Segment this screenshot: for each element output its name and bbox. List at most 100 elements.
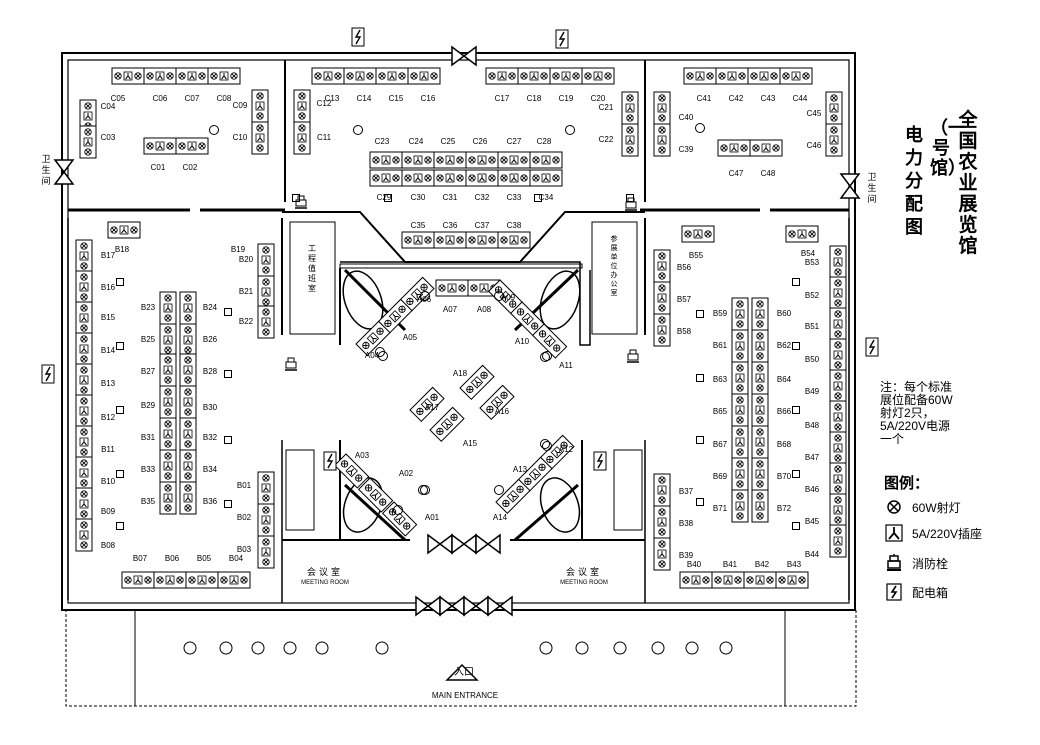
ceiling-light <box>542 441 552 451</box>
booth-label-b70: B70 <box>777 472 792 481</box>
booth <box>293 89 311 123</box>
booth <box>517 67 551 85</box>
booth-label-b38: B38 <box>679 519 694 528</box>
booth-label-b47: B47 <box>805 453 820 462</box>
booth-label-c20: C20 <box>591 94 606 103</box>
booth <box>429 406 465 443</box>
booth-label-b31: B31 <box>141 433 156 442</box>
booth-label-b04: B04 <box>229 554 244 563</box>
booth-label-c15: C15 <box>389 94 404 103</box>
booth <box>751 297 769 331</box>
toilet-right-label: 卫生间 <box>867 172 877 204</box>
booth-label-b43: B43 <box>787 560 802 569</box>
booth <box>829 493 847 527</box>
booth <box>75 270 93 304</box>
booth-label-b67: B67 <box>713 440 728 449</box>
legend-label: 5A/220V插座 <box>912 526 983 541</box>
booth-label-b16: B16 <box>101 283 116 292</box>
legend-item-hydrant: 消防栓 <box>882 553 948 573</box>
hydrant-icon <box>625 197 637 211</box>
pillar <box>116 522 124 530</box>
door <box>451 45 477 67</box>
booth-label-b32: B32 <box>203 433 218 442</box>
booth-label-b23: B23 <box>141 303 156 312</box>
booth-label-b21: B21 <box>239 287 254 296</box>
booth <box>159 323 177 357</box>
ceiling-light <box>494 485 504 495</box>
booth-label-b26: B26 <box>203 335 218 344</box>
booth-label-c47: C47 <box>729 169 744 178</box>
booth-label-c39: C39 <box>679 145 694 154</box>
booth <box>485 67 519 85</box>
booth <box>257 535 275 569</box>
booth-label-c43: C43 <box>761 94 776 103</box>
booth-label-a07: A07 <box>443 305 458 314</box>
ceiling-light <box>418 485 428 495</box>
booth <box>653 123 671 157</box>
booth <box>175 137 209 155</box>
booth <box>143 67 177 85</box>
booth <box>257 471 275 505</box>
booth <box>79 125 97 159</box>
booth-label-c01: C01 <box>151 163 166 172</box>
plaza-column <box>719 641 733 655</box>
pillar <box>116 470 124 478</box>
booth <box>829 400 847 434</box>
main-entrance-cn: 入口 <box>454 667 474 678</box>
booth <box>531 323 568 359</box>
booth-label-c09: C09 <box>233 101 248 110</box>
pillar <box>384 194 392 202</box>
booth-label-c37: C37 <box>475 221 490 230</box>
booth-label-b29: B29 <box>141 401 156 410</box>
booth-label-a03: A03 <box>355 451 370 460</box>
booth <box>829 245 847 279</box>
booth-label-b42: B42 <box>755 560 770 569</box>
booth <box>207 67 241 85</box>
booth-label-c25: C25 <box>441 137 456 146</box>
booth <box>731 393 749 427</box>
booth <box>433 231 467 249</box>
booth <box>459 364 495 401</box>
booth <box>747 67 781 85</box>
booth <box>369 151 403 169</box>
booth-label-a06: A06 <box>417 295 432 304</box>
ceiling-light <box>378 351 388 361</box>
booth <box>465 231 499 249</box>
booth-label-b27: B27 <box>141 367 156 376</box>
booth <box>829 431 847 465</box>
booth-label-c33: C33 <box>507 193 522 202</box>
booth-label-a11: A11 <box>559 361 573 370</box>
booth <box>509 301 546 337</box>
booth <box>731 489 749 523</box>
ceiling-light <box>540 352 550 362</box>
meeting-room-right-en: MEETING ROOM <box>560 580 608 586</box>
booth-label-b58: B58 <box>677 327 692 336</box>
booth-label-c16: C16 <box>421 94 436 103</box>
legend-item-socket: 5A/220V插座 <box>882 523 982 543</box>
booth <box>779 67 813 85</box>
door <box>53 159 75 185</box>
booth-label-a09: A09 <box>501 293 516 302</box>
ceiling-light <box>420 485 430 495</box>
booth-label-c12: C12 <box>317 99 332 108</box>
plaza-column <box>575 641 589 655</box>
booth <box>381 501 418 537</box>
booth-label-b63: B63 <box>713 375 728 384</box>
booth <box>175 67 209 85</box>
booth-label-b62: B62 <box>777 341 792 350</box>
booth-label-b24: B24 <box>203 303 218 312</box>
booth-label-b57: B57 <box>677 295 692 304</box>
booth <box>409 386 445 423</box>
booth-label-c27: C27 <box>507 137 522 146</box>
distribution-box-icon <box>351 27 365 47</box>
booth <box>829 307 847 341</box>
booth <box>355 320 391 357</box>
booth <box>179 449 197 483</box>
booth <box>153 571 187 589</box>
booth-label-c14: C14 <box>357 94 372 103</box>
booth <box>581 67 615 85</box>
booth-label-c10: C10 <box>233 133 248 142</box>
booth-label-b72: B72 <box>777 504 792 513</box>
